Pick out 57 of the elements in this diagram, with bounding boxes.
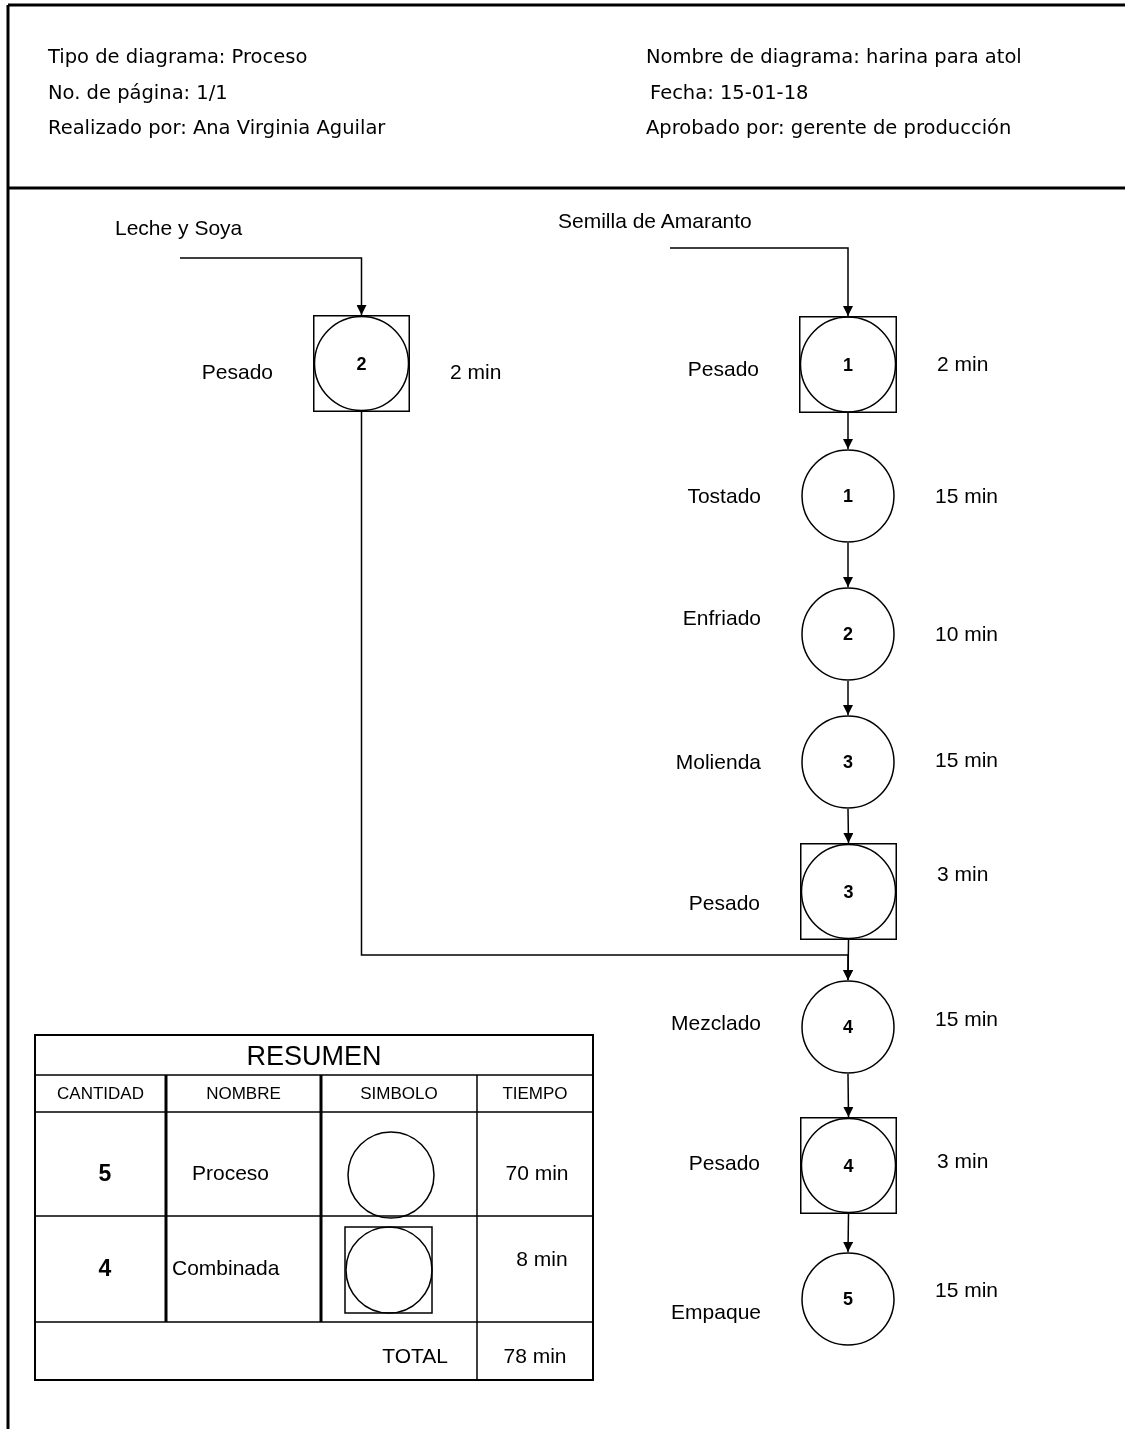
step-number: 3: [843, 881, 854, 902]
duration-label: 15 min: [935, 1007, 999, 1031]
duration-label: 2 min: [937, 352, 989, 376]
activity-name: Tostado: [687, 484, 761, 508]
time-value: 8 min: [515, 1246, 569, 1272]
quantity-value: 4: [97, 1255, 113, 1281]
input-material-label: Leche y Soya: [115, 216, 243, 240]
column-header: CANTIDAD: [56, 1083, 145, 1105]
step-number: 1: [843, 354, 853, 375]
activity-name: Empaque: [671, 1300, 761, 1324]
duration-label: 15 min: [935, 748, 999, 772]
duration-label: 15 min: [935, 1278, 999, 1302]
step-number: 2: [843, 624, 853, 644]
duration-label: 2 min: [450, 360, 502, 384]
header-field: Tipo de diagrama: Proceso: [48, 44, 308, 70]
column-header: SIMBOLO: [359, 1083, 439, 1105]
header-field: Nombre de diagrama: harina para atol: [646, 44, 1022, 70]
header-field: No. de página: 1/1: [48, 80, 228, 106]
header-field: Realizado por: Ana Virginia Aguilar: [48, 115, 386, 141]
activity-name: Pesado: [687, 357, 759, 381]
time-value: 78 min: [502, 1343, 568, 1369]
flow-arrow: [179, 257, 367, 316]
activity-name: Pesado: [688, 1151, 760, 1175]
total-label: TOTAL: [381, 1343, 448, 1369]
duration-label: 15 min: [935, 484, 999, 508]
category-name: Combinada: [172, 1255, 280, 1281]
flow-arrow: [843, 412, 853, 450]
flow-arrow: [843, 680, 853, 716]
flow-arrow: [843, 1213, 854, 1253]
category-name: Proceso: [192, 1160, 270, 1186]
step-number: 2: [356, 353, 367, 374]
step-number: 5: [843, 1289, 853, 1309]
step-number: 4: [843, 1017, 853, 1037]
step-number: 1: [843, 486, 853, 506]
time-value: 70 min: [504, 1160, 570, 1186]
flow-arrow: [843, 1073, 854, 1118]
duration-label: 3 min: [937, 862, 989, 886]
duration-label: 10 min: [935, 622, 999, 646]
step-number: 3: [843, 752, 853, 772]
activity-name: Pesado: [688, 891, 760, 915]
input-material-label: Semilla de Amaranto: [558, 209, 752, 233]
table-heading: RESUMEN: [245, 1043, 383, 1069]
header-field: Aprobado por: gerente de producción: [646, 115, 1012, 141]
duration-label: 3 min: [937, 1149, 989, 1173]
flow-arrow: [669, 247, 853, 317]
activity-name: Mezclado: [671, 1011, 761, 1035]
column-header: TIEMPO: [501, 1083, 569, 1105]
step-number: 4: [843, 1155, 854, 1176]
flow-arrow: [843, 542, 853, 588]
activity-name: Enfriado: [682, 606, 761, 630]
column-header: NOMBRE: [205, 1083, 282, 1105]
activity-name: Pesado: [201, 360, 273, 384]
flow-arrow: [843, 808, 854, 844]
flow-arrow: [360, 411, 853, 981]
activity-name: Molienda: [675, 750, 761, 774]
quantity-value: 5: [97, 1160, 113, 1186]
header-field: Fecha: 15-01-18: [650, 80, 809, 106]
